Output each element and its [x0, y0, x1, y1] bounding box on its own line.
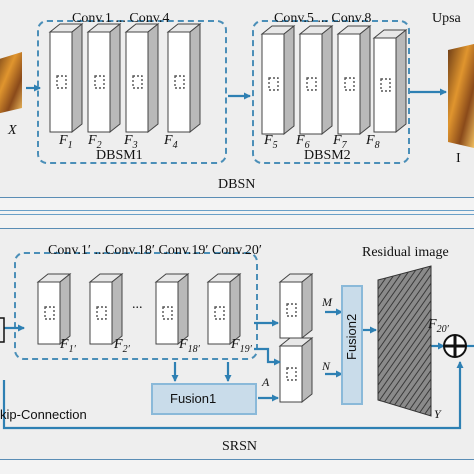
feature-label: F2 [88, 133, 102, 151]
conv-layer [36, 272, 72, 346]
input-x-label: X [8, 123, 17, 138]
srsn-conv-group [14, 252, 258, 360]
conv-layer [206, 272, 242, 346]
a-label: A [262, 375, 270, 389]
conv-layer [166, 22, 202, 134]
conv-layer [372, 28, 408, 134]
dbsm1-group [37, 20, 227, 164]
conv-layer [278, 336, 314, 404]
feature-label: F3 [124, 133, 138, 151]
upsampled-butterfly-image [448, 44, 474, 148]
conv-layer [86, 22, 122, 134]
srsn-conv-labels: Conv.1′ ...Conv.18′ Conv.19′ Conv.20′ [48, 243, 262, 258]
srsn-feature-label: F1′ [60, 337, 76, 355]
conv-layer [154, 272, 190, 346]
input-butterfly-image [0, 52, 22, 114]
arrows [2, 84, 474, 430]
output-label: I [456, 151, 461, 166]
arrow-to-conv20-bottom [254, 347, 281, 366]
feature-label: F6 [296, 133, 310, 151]
srsn-label: SRSN [222, 439, 258, 454]
feature-label: F5 [264, 133, 278, 151]
srsn-feature-label: F2′ [114, 337, 130, 355]
srsn-feature-label: F19′ [231, 337, 252, 355]
conv-layer [124, 22, 160, 134]
residual-image-label: Residual image [362, 245, 449, 260]
srsn-input-image [0, 317, 5, 343]
fusion1-box [151, 383, 257, 415]
feature-label: F1 [59, 133, 73, 151]
fusion2-label: Fusion2 [344, 313, 359, 360]
plus-operator [443, 334, 467, 358]
residual-image [377, 265, 432, 417]
dbsm1-label: DBSM1 [96, 148, 143, 163]
feature-label: F8 [366, 133, 380, 151]
conv-layer [298, 24, 334, 136]
conv-layer [260, 24, 296, 136]
f20-label: F20′ [428, 317, 449, 335]
separator-line [0, 210, 474, 211]
ellipsis-label: ... [132, 297, 143, 312]
dbsm2-label: DBSM2 [304, 148, 351, 163]
n-label: N [322, 359, 331, 373]
conv-layer [336, 24, 372, 136]
dbsn-label: DBSN [218, 177, 256, 192]
feature-label: F4 [164, 133, 178, 151]
m-label: M [322, 295, 332, 309]
upsample-label: Upsa [432, 11, 461, 26]
conv-layers [36, 22, 408, 404]
skip-connection-line [2, 361, 464, 430]
dbsm2-group [252, 20, 410, 164]
separator-line [0, 214, 474, 215]
conv-layer [88, 272, 124, 346]
conv-layer [278, 272, 314, 340]
skip-connection-label: kip-Connection [0, 407, 87, 422]
conv-group1-label: Conv.1 ... Conv.4 [72, 11, 170, 26]
fusion2-box [341, 285, 363, 405]
conv-group2-label: Conv.5 ... Conv.8 [274, 11, 372, 26]
feature-label: F7 [333, 133, 347, 151]
srsn-feature-label: F18′ [179, 337, 200, 355]
fusion1-label: Fusion1 [170, 391, 217, 406]
conv-layer [48, 22, 84, 134]
y-label: Y [434, 407, 441, 421]
